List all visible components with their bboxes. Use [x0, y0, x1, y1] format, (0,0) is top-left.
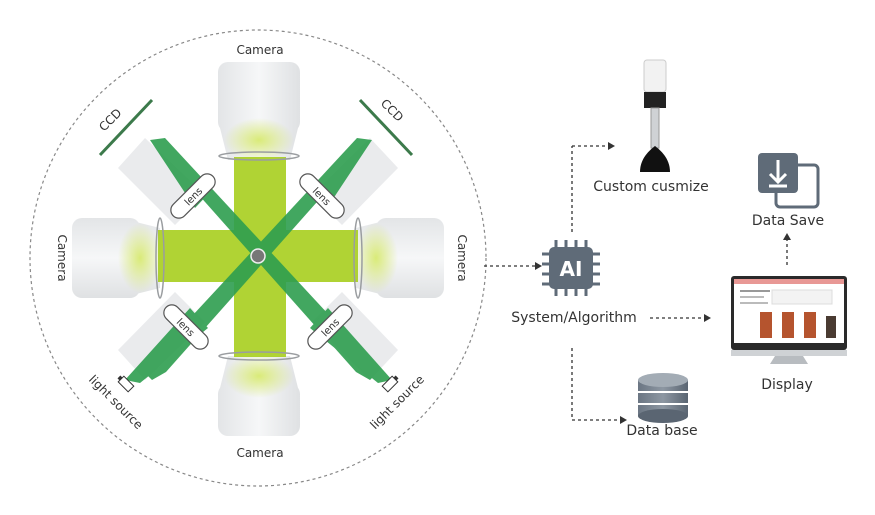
arrowhead-ai	[535, 262, 542, 270]
camera-bottom-label: Camera	[236, 446, 283, 460]
system-label: System/Algorithm	[511, 310, 637, 326]
database-label: Data base	[626, 423, 697, 439]
enclosure-circle	[29, 29, 487, 487]
display-label: Display	[761, 377, 813, 393]
arrowhead-datasave	[783, 233, 791, 240]
custom-label: Custom cusmize	[593, 179, 708, 195]
connectors	[484, 145, 788, 421]
data-save-label: Data Save	[752, 213, 824, 229]
camera-top-label: Camera	[236, 43, 283, 57]
arrowhead-display	[704, 314, 711, 322]
ccd-label-left: CCD	[96, 106, 124, 134]
light-source-left-icon	[117, 375, 135, 393]
arrowhead-database	[620, 416, 627, 424]
light-source-right-icon	[381, 375, 399, 393]
display-monitor-icon	[731, 276, 847, 364]
data-save-icon	[758, 153, 820, 209]
signal-tower-icon	[640, 59, 670, 172]
camera-right-label: Camera	[455, 234, 469, 281]
ai-chip-icon: AI	[542, 240, 600, 296]
ai-chip-text: AI	[560, 257, 583, 281]
arrowhead-custom	[608, 142, 615, 150]
sample-object	[250, 248, 266, 264]
camera-left-label: Camera	[55, 234, 69, 281]
ccd-label-right: CCD	[378, 96, 406, 124]
database-icon	[638, 373, 688, 423]
